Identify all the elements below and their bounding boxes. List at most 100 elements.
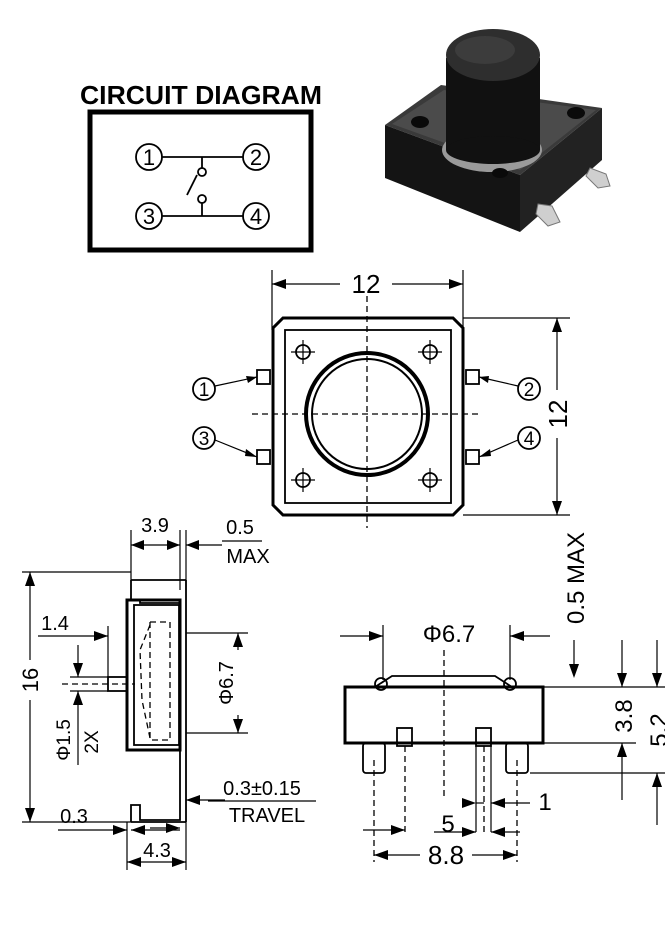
side-travel-label: TRAVEL [229,805,305,827]
front-dim-1-arrow-r [491,798,505,808]
top-pin-2-bubble [517,377,541,401]
circuit-pin-4-label: 4 [250,204,262,229]
circuit-contact-top [197,167,207,177]
circuit-diagram: CIRCUIT DIAGRAM 1 2 3 4 [80,80,322,253]
side-note-0-5-max: 0.5 MAX [563,532,590,624]
top-pin-2-label: 2 [524,380,535,401]
side-dim-3-9: 3.9 [141,515,169,537]
photo-body-right [520,108,602,232]
side-dim-16: 16 [18,668,43,692]
side-inner-curve [139,624,151,739]
top-dim-arrow-left [272,279,286,289]
front-view: Φ6.7 3.8 [340,621,665,870]
top-leader-1-arrow [246,376,257,383]
side-dim-phi-1-5: Φ1.5 [54,719,75,761]
side-travel-arrow-r [186,795,200,805]
top-body-outline [271,316,465,517]
circuit-pin-3-label: 3 [143,204,155,229]
front-dim-pin-arrow [391,825,405,835]
front-dim-5-arrow-r [491,827,505,837]
photo-lead-right [585,167,611,189]
side-body [125,598,182,752]
side-dim-16-arrow-down [25,808,35,822]
front-dim-5-2-arrow-b [652,773,662,787]
circuit-frame [87,109,314,253]
front-lead-left [362,742,386,774]
side-dim-0-5-arrow [186,540,199,550]
front-dim-5-2: 5.2 [646,713,665,746]
side-cap [133,604,180,746]
side-dim-phi-6-7: Φ6.7 [216,661,238,705]
side-dim-16-arrow-up [25,572,35,586]
top-pin-1-bubble [192,377,216,401]
circuit-contact-bottom [197,194,207,204]
top-body-inner [284,329,452,504]
front-dim-3-8-arrow-b [617,743,627,757]
side-dim-phi15-arrow-bot [73,691,83,705]
side-dim-phi67-arrow-up [233,633,243,647]
front-dim-phi67-arrow-r [510,631,524,641]
front-dim-3-8-arrow-a [617,673,627,687]
circuit-pin-2-label: 2 [250,145,262,170]
circuit-title: CIRCUIT DIAGRAM [80,80,322,110]
photo-body-left [385,125,520,232]
side-travel-arrow-l [166,823,180,833]
front-dim-5-arrow-l [462,827,476,837]
side-note-arrow [569,664,579,678]
front-dim-1: 1 [538,789,551,816]
photo-peg-left [411,116,429,128]
top-pin-4 [465,449,480,465]
top-pin-3-bubble [192,426,216,450]
side-dim-0-3: 0.3 [60,806,88,828]
side-dim-phi67-arrow-down [233,719,243,733]
side-dim-4-3-arrow-l [127,857,141,867]
top-leader-2-arrow [479,376,489,383]
front-dim-5: 5 [441,811,454,838]
side-dim-inner-arrow [131,825,145,835]
front-dim-5-2-arrow-a [652,673,662,687]
side-dim-0-5: 0.5 [226,517,254,539]
circuit-pin-1-label: 1 [143,145,155,170]
photo-peg-right [567,107,585,119]
top-view: 12 1 2 3 [192,269,573,528]
front-lead-right [505,742,529,774]
top-pin-1-label: 1 [199,380,210,401]
front-dim-phi67-arrow-l [369,631,383,641]
top-pin-3-label: 3 [199,429,210,450]
circuit-switch-lever [186,174,198,196]
photo-peg-front [492,168,508,178]
side-inner-plunger [149,621,171,741]
top-corner-holes [291,340,442,492]
side-body-outline [130,580,181,822]
top-dim-width-label: 12 [352,269,381,299]
side-view: 3.9 0.5 MAX 16 1.4 [18,515,316,870]
front-peg-right [503,677,517,691]
side-dim-1-4-arrow [94,631,108,641]
front-peg-left [374,677,388,691]
switch-photo [385,29,611,232]
photo-plunger-bottom [446,136,540,164]
front-dim-1-arrow-l [462,798,476,808]
top-leader-3-arrow [245,449,257,457]
front-dim-8-8: 8.8 [428,840,464,870]
top-pin-4-bubble [517,426,541,450]
side-dim-phi15-arrow-top [73,663,83,677]
top-dim-arrow-right [449,279,463,289]
photo-plunger-top-shine [455,36,515,64]
top-dim-arrow-down [552,501,562,515]
side-dim-2x: 2X [82,730,103,754]
side-dim-1-4: 1.4 [41,613,69,635]
front-dim-8-8-arrow-l [374,850,388,860]
front-dim-8-8-arrow-r [503,850,517,860]
front-dim-3-8: 3.8 [611,699,638,732]
top-pin-4-label: 4 [524,429,535,450]
side-travel-value: 0.3±0.15 [223,778,301,800]
side-dim-3-9-arrow-r [167,540,180,550]
top-leader-4-arrow [479,449,491,457]
top-dim-arrow-up [552,318,562,332]
side-dim-4-3: 4.3 [143,840,171,862]
side-dim-max: MAX [226,546,269,568]
top-pin-3 [256,449,271,465]
top-pin-2 [465,369,480,385]
